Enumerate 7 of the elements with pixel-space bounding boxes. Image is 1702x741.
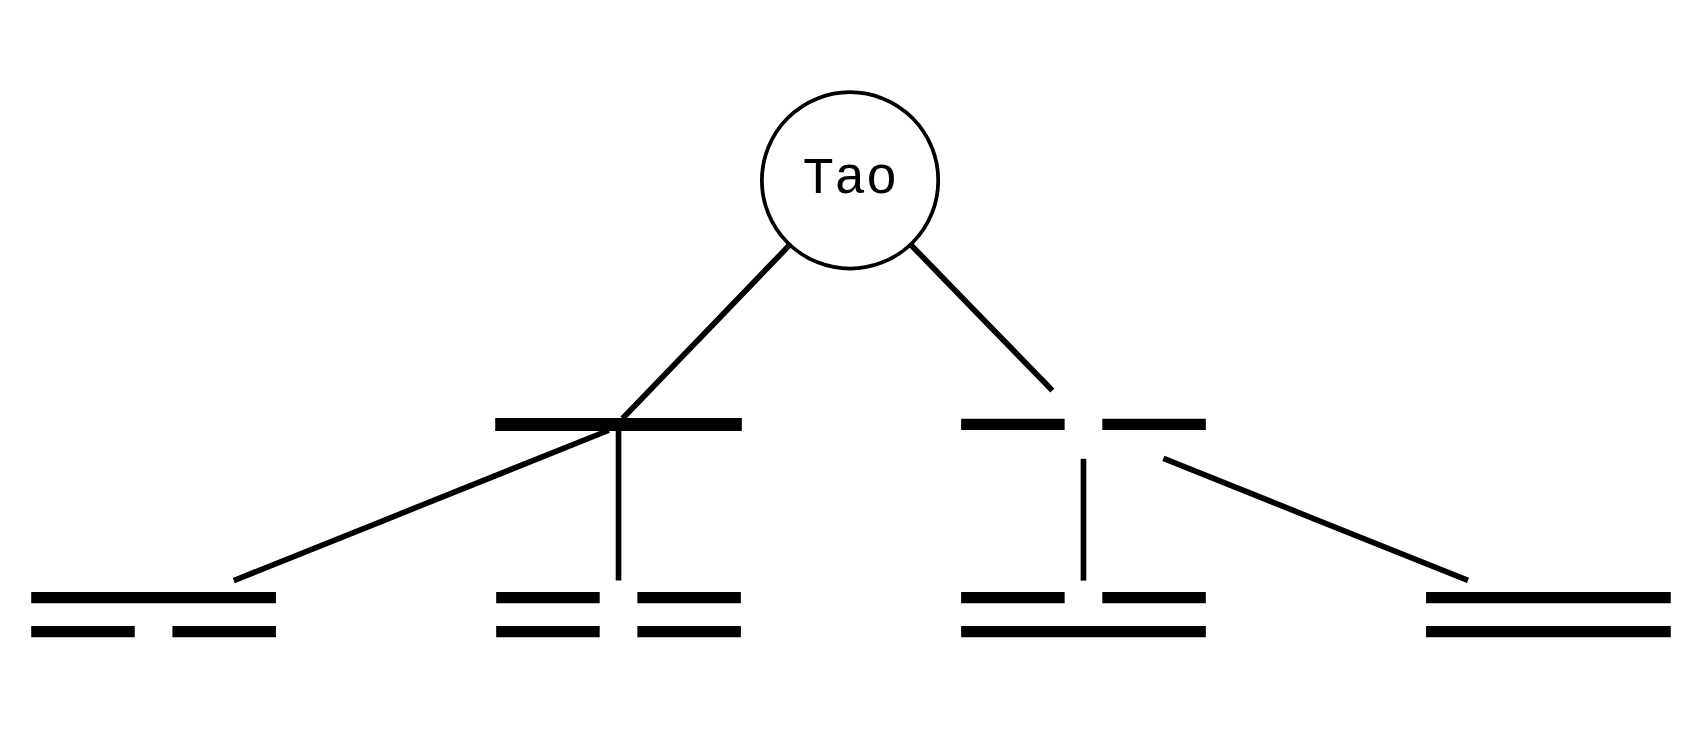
connector: [1080, 458, 1087, 581]
connector: [620, 242, 792, 421]
node-bar: [495, 417, 742, 432]
connector: [615, 430, 622, 581]
connector: [908, 242, 1055, 393]
node-circle: Tao: [760, 90, 941, 271]
connector: [1162, 455, 1470, 584]
